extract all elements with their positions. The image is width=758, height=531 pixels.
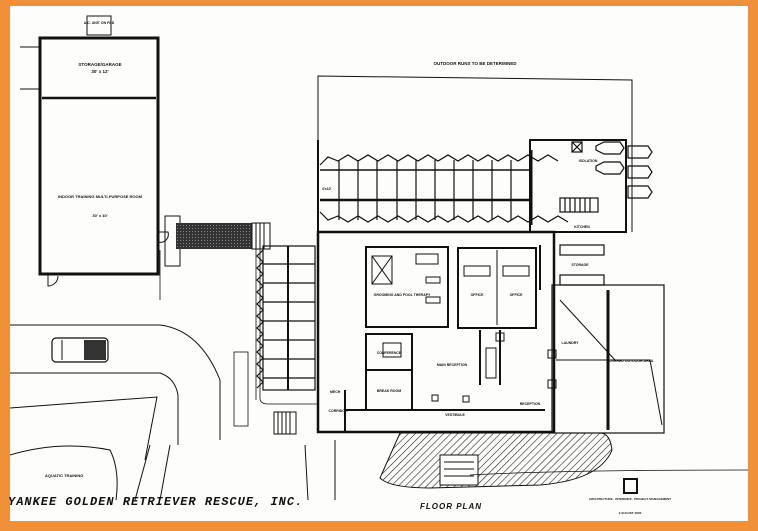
side-stairs <box>273 411 297 435</box>
svg-text:CONFERENCE: CONFERENCE <box>377 351 402 355</box>
svg-text:CORRIDOR: CORRIDOR <box>328 409 348 413</box>
svg-text:4'x10': 4'x10' <box>322 187 332 191</box>
site-grounds <box>10 324 748 501</box>
svg-text:BREAK ROOM: BREAK ROOM <box>377 389 401 393</box>
right-block <box>559 141 653 286</box>
landscape-hatch <box>379 432 613 489</box>
left-kennels <box>255 240 318 405</box>
svg-text:STORAGE/GARAGE: STORAGE/GARAGE <box>78 62 121 67</box>
svg-text:STORAGE: STORAGE <box>571 263 589 267</box>
svg-text:MECH: MECH <box>330 390 341 394</box>
architect-stamp: ARCHITECTURE · INTERIORS · PROJECT MANAG… <box>589 478 671 515</box>
furniture <box>371 253 557 403</box>
svg-text:OFFICE: OFFICE <box>471 293 484 297</box>
top-kennels <box>317 140 569 232</box>
svg-text:COVERED OUTDOOR AREA: COVERED OUTDOOR AREA <box>607 359 654 363</box>
main-building <box>316 139 665 434</box>
svg-text:KITCHEN: KITCHEN <box>574 225 590 229</box>
svg-text:ARCHITECTURE · INTERIORS · PRO: ARCHITECTURE · INTERIORS · PROJECT MANAG… <box>589 497 671 501</box>
sheet-label: FLOOR PLAN <box>420 502 482 511</box>
van <box>51 337 109 363</box>
svg-text:3 AUGUST 2000: 3 AUGUST 2000 <box>619 511 642 515</box>
svg-text:RECEPTION: RECEPTION <box>520 402 541 406</box>
svg-text:30' x 40': 30' x 40' <box>92 213 107 218</box>
svg-text:AQUATIC TRAINING: AQUATIC TRAINING <box>45 473 83 478</box>
interior-walls <box>344 245 545 432</box>
drawing-title: YANKEE GOLDEN RETRIEVER RESCUE, INC. <box>8 495 304 509</box>
svg-text:GROOMING AND POOL THERAPY: GROOMING AND POOL THERAPY <box>374 293 431 297</box>
svg-text:VESTIBULE: VESTIBULE <box>445 413 465 417</box>
floor-plan-drawing: A.C. UNIT ON PAD STORAGE/GARAGE 30' x 12… <box>10 15 748 515</box>
ac-unit: A.C. UNIT ON PAD <box>84 15 115 36</box>
svg-text:A.C. UNIT ON PAD: A.C. UNIT ON PAD <box>84 21 115 25</box>
entry-stairs <box>439 454 479 486</box>
covered-walkway <box>159 215 271 300</box>
svg-text:INDOOR TRAINING MULTI-PURPOSE: INDOOR TRAINING MULTI-PURPOSE ROOM <box>58 194 143 199</box>
svg-text:MAIN RECEPTION: MAIN RECEPTION <box>437 363 468 367</box>
svg-text:OFFICE: OFFICE <box>510 293 523 297</box>
svg-text:30' x 12': 30' x 12' <box>91 69 108 74</box>
svg-text:OUTDOOR RUNS TO BE DETERMINED: OUTDOOR RUNS TO BE DETERMINED <box>434 61 518 66</box>
drawing-sheet: A.C. UNIT ON PAD STORAGE/GARAGE 30' x 12… <box>10 6 748 521</box>
svg-text:LAUNDRY: LAUNDRY <box>562 341 580 345</box>
training-building: STORAGE/GARAGE 30' x 12' INDOOR TRAINING… <box>20 36 169 287</box>
svg-text:ISOLATION: ISOLATION <box>579 159 598 163</box>
room-labels: GROOMING AND POOL THERAPY OFFICE OFFICE … <box>328 159 653 417</box>
